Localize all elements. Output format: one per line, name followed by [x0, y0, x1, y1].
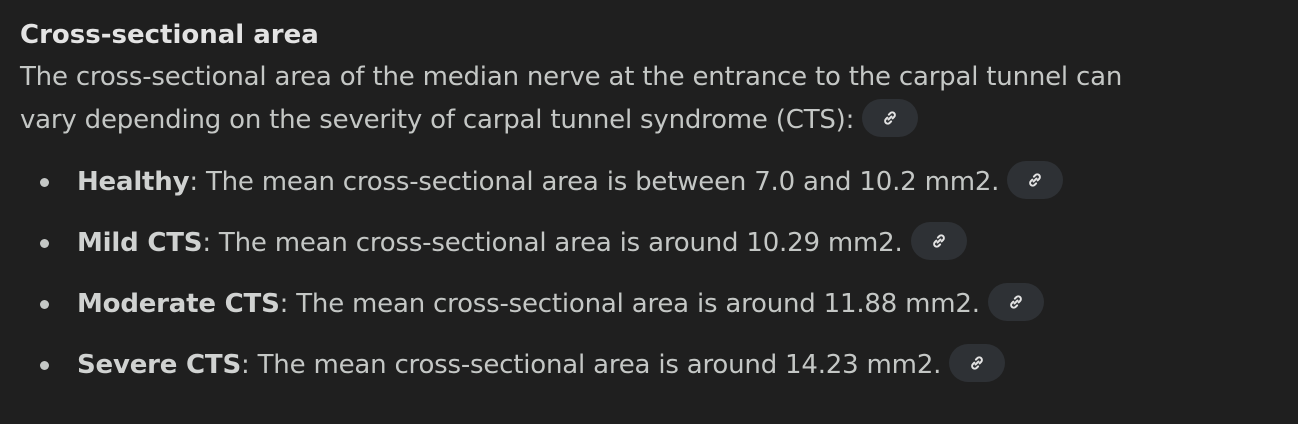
- severity-list: Healthy: The mean cross-sectional area i…: [20, 152, 1278, 396]
- list-item-healthy: Healthy: The mean cross-sectional area i…: [20, 152, 1278, 213]
- link-icon: [971, 355, 984, 370]
- intro-line-1: The cross-sectional area of the median n…: [20, 62, 1123, 92]
- list-item-mild: Mild CTS: The mean cross-sectional area …: [20, 213, 1278, 274]
- link-icon: [884, 110, 897, 125]
- item-text: : The mean cross-sectional area is betwe…: [189, 167, 1000, 197]
- link-icon: [932, 233, 945, 248]
- bullet: [40, 361, 49, 370]
- item-text: : The mean cross-sectional area is aroun…: [241, 350, 942, 380]
- link-icon: [1029, 172, 1042, 187]
- link-icon: [1009, 294, 1022, 309]
- source-link-button[interactable]: [862, 98, 919, 137]
- intro-line-2: vary depending on the severity of carpal…: [20, 105, 855, 135]
- source-link-button[interactable]: [1007, 160, 1064, 199]
- source-link-button[interactable]: [910, 221, 967, 260]
- list-item-severe: Severe CTS: The mean cross-sectional are…: [20, 335, 1278, 396]
- term-label: Moderate CTS: [77, 289, 280, 319]
- bullet: [40, 300, 49, 309]
- section-heading: Cross-sectional area: [20, 20, 319, 50]
- term-label: Severe CTS: [77, 350, 241, 380]
- term-label: Mild CTS: [77, 228, 203, 258]
- item-text: : The mean cross-sectional area is aroun…: [202, 228, 903, 258]
- source-link-button[interactable]: [987, 282, 1044, 321]
- bullet: [40, 178, 49, 187]
- item-text: : The mean cross-sectional area is aroun…: [279, 289, 980, 319]
- intro-paragraph: The cross-sectional area of the median n…: [20, 56, 1278, 142]
- term-label: Healthy: [77, 167, 190, 197]
- source-link-button[interactable]: [949, 343, 1006, 382]
- list-item-moderate: Moderate CTS: The mean cross-sectional a…: [20, 274, 1278, 335]
- bullet: [40, 239, 49, 248]
